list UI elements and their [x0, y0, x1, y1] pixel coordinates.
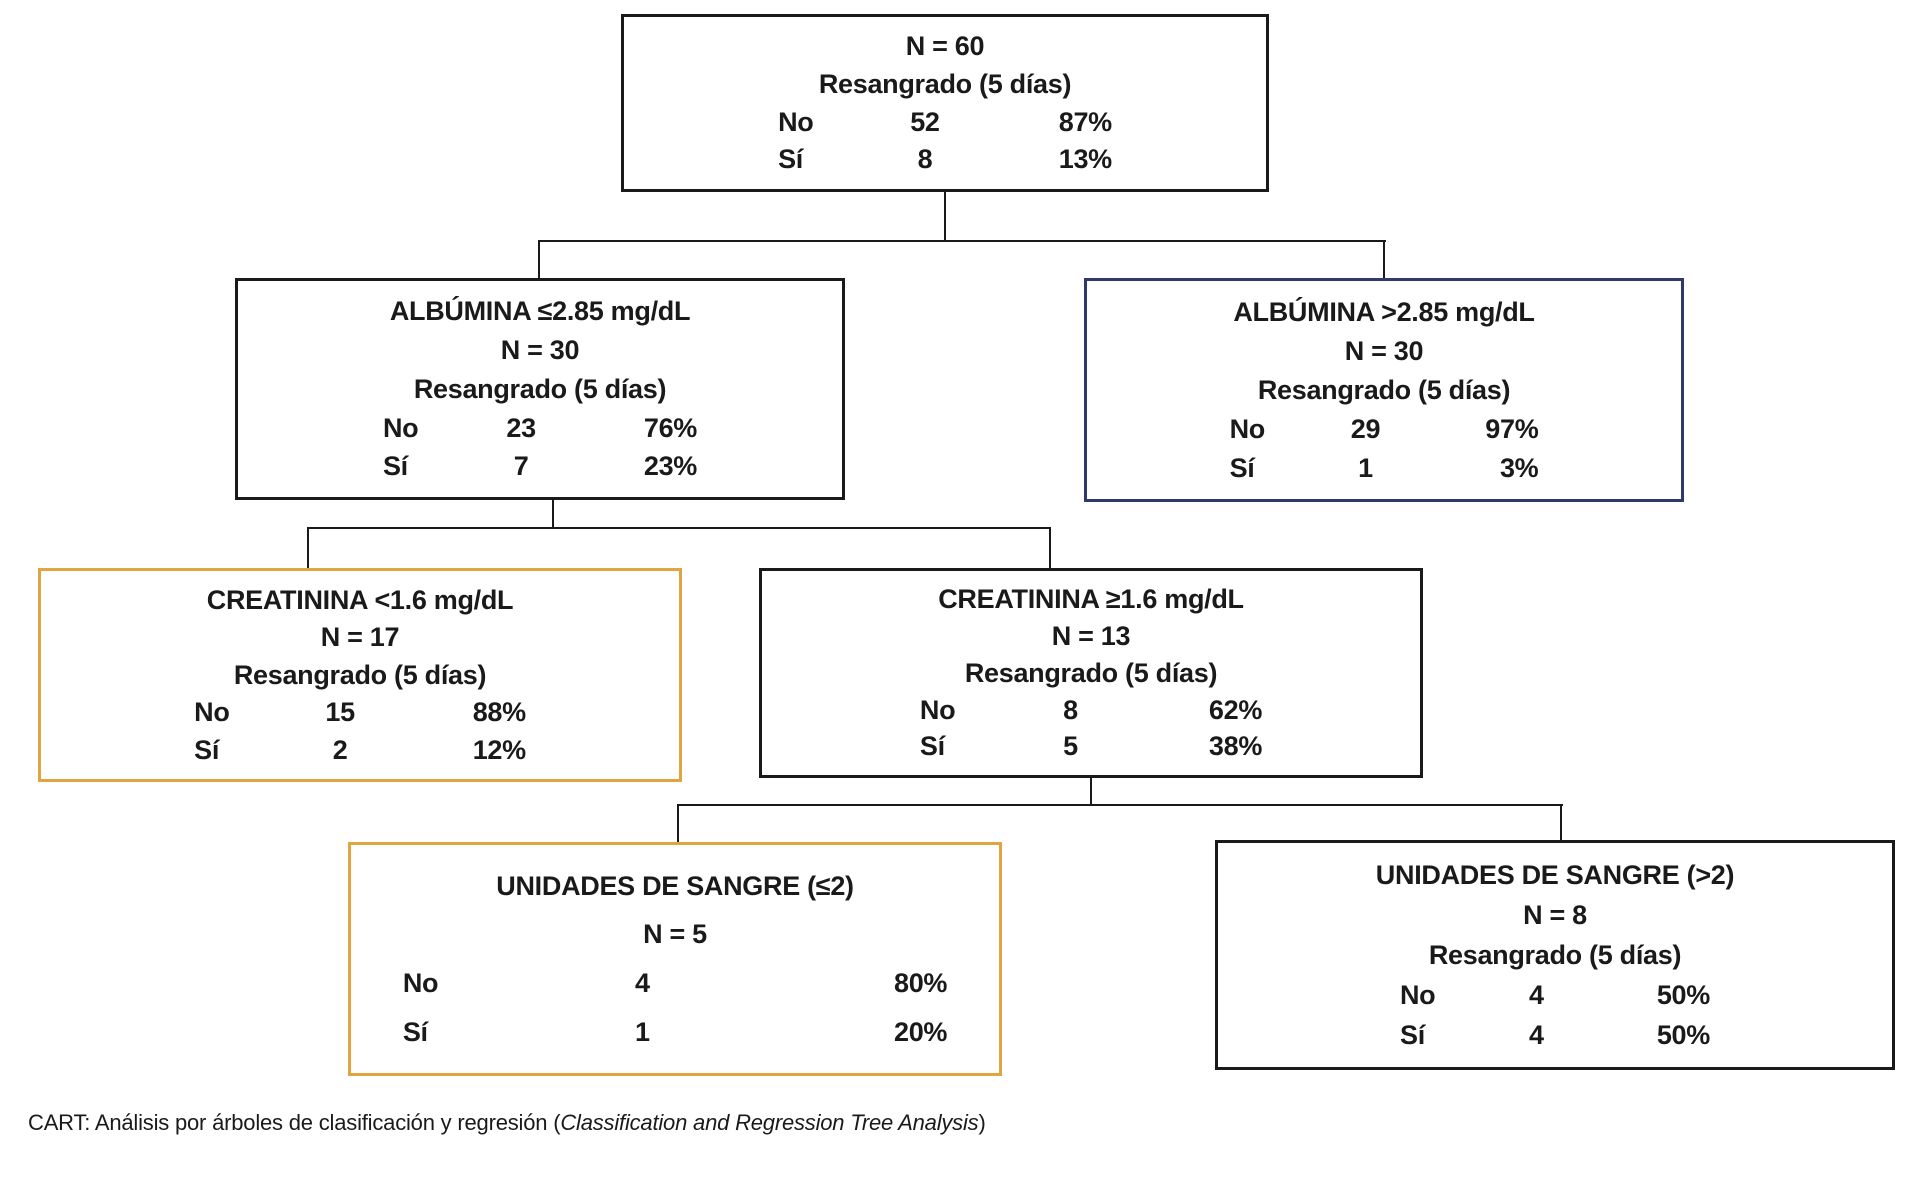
outcome-label: No: [1399, 979, 1436, 1010]
outcome-pct: 80%: [893, 968, 948, 999]
node-n: N = 8: [1523, 899, 1587, 930]
outcome-row-si: Sí 7 23%: [382, 451, 698, 482]
outcome-row-si: Sí 2 12%: [194, 734, 526, 765]
outcome-row-no: No 8 62%: [919, 694, 1263, 725]
connector-l1-stem: [944, 192, 946, 242]
node-albumina-gt285: ALBÚMINA >2.85 mg/dL N = 30 Resangrado (…: [1084, 278, 1684, 502]
outcome-row-no: No 4 50%: [1399, 979, 1710, 1010]
outcome-label: Sí: [402, 1017, 428, 1048]
outcome-count: 15: [325, 697, 355, 728]
node-sangre-gt2: UNIDADES DE SANGRE (>2) N = 8 Resangrado…: [1215, 840, 1895, 1070]
outcome-count: 1: [1358, 452, 1373, 483]
outcome-label: Sí: [1399, 1019, 1425, 1050]
outcome-count: 8: [917, 144, 933, 175]
node-subtitle: Resangrado (5 días): [413, 373, 667, 404]
outcome-pct: 97%: [1485, 413, 1539, 444]
node-title: UNIDADES DE SANGRE (≤2): [496, 870, 854, 901]
node-subtitle: Resangrado (5 días): [233, 659, 487, 690]
connector-l3-drop-right: [1560, 804, 1562, 842]
node-n: N = 17: [320, 622, 400, 653]
outcome-count: 4: [1529, 979, 1544, 1010]
outcome-label: No: [1229, 413, 1266, 444]
outcome-label: No: [194, 697, 230, 728]
outcome-count: 2: [332, 734, 348, 765]
node-title: CREATININA ≥1.6 mg/dL: [938, 584, 1244, 615]
node-n: N = 13: [1051, 621, 1131, 652]
node-title: ALBÚMINA >2.85 mg/dL: [1233, 296, 1535, 327]
node-albumina-le285: ALBÚMINA ≤2.85 mg/dL N = 30 Resangrado (…: [235, 278, 845, 500]
connector-l1-drop-right: [1383, 240, 1385, 280]
outcome-pct: 87%: [1058, 106, 1112, 137]
outcome-pct: 50%: [1656, 1019, 1710, 1050]
node-n: N = 5: [643, 919, 707, 950]
node-creatinina-lt16: CREATININA <1.6 mg/dL N = 17 Resangrado …: [38, 568, 682, 782]
connector-l3-stem: [1090, 778, 1092, 806]
outcome-count: 52: [910, 106, 940, 137]
outcome-label: No: [778, 106, 814, 137]
outcome-row-no: No 15 88%: [194, 697, 526, 728]
outcome-count: 4: [634, 968, 650, 999]
connector-l3-bar: [677, 804, 1563, 806]
caption-suffix: ): [978, 1110, 986, 1135]
figure-caption: CART: Análisis por árboles de clasificac…: [28, 1110, 986, 1136]
outcome-pct: 3%: [1499, 452, 1539, 483]
connector-l2-bar: [307, 527, 1051, 529]
node-root: N = 60 Resangrado (5 días) No 52 87% Sí …: [621, 14, 1269, 192]
outcome-label: Sí: [382, 451, 408, 482]
node-sangre-le2: UNIDADES DE SANGRE (≤2) N = 5 No 4 80% S…: [348, 842, 1002, 1076]
outcome-pct: 62%: [1208, 694, 1263, 725]
node-n: N = 30: [500, 335, 580, 366]
outcome-pct: 13%: [1058, 144, 1112, 175]
outcome-count: 8: [1063, 694, 1078, 725]
outcome-row-si: Sí 1 20%: [402, 1017, 948, 1048]
node-title: ALBÚMINA ≤2.85 mg/dL: [389, 296, 691, 327]
outcome-row-si: Sí 4 50%: [1399, 1019, 1710, 1050]
outcome-row-si: Sí 1 3%: [1229, 452, 1539, 483]
node-n: N = 60: [905, 31, 985, 62]
connector-l2-stem: [552, 500, 554, 529]
node-title: CREATININA <1.6 mg/dL: [206, 585, 514, 616]
outcome-label: No: [402, 968, 439, 999]
outcome-pct: 50%: [1656, 979, 1710, 1010]
outcome-row-si: Sí 8 13%: [778, 144, 1112, 175]
outcome-pct: 88%: [472, 697, 526, 728]
outcome-pct: 38%: [1208, 731, 1263, 762]
node-n: N = 30: [1344, 335, 1424, 366]
node-subtitle: Resangrado (5 días): [1257, 374, 1511, 405]
connector-l1-drop-left: [538, 240, 540, 280]
outcome-label: Sí: [919, 731, 945, 762]
outcome-label: Sí: [778, 144, 803, 175]
outcome-pct: 12%: [472, 734, 526, 765]
outcome-label: No: [919, 694, 956, 725]
outcome-label: Sí: [194, 734, 220, 765]
node-subtitle: Resangrado (5 días): [964, 657, 1218, 688]
connector-l2-drop-left: [307, 527, 309, 570]
outcome-label: Sí: [1229, 452, 1255, 483]
connector-l3-drop-left: [677, 804, 679, 844]
outcome-row-si: Sí 5 38%: [919, 731, 1263, 762]
outcome-count: 4: [1529, 1019, 1544, 1050]
outcome-count: 29: [1350, 413, 1381, 444]
outcome-count: 7: [513, 451, 529, 482]
outcome-row-no: No 23 76%: [382, 412, 698, 443]
caption-italic: Classification and Regression Tree Analy…: [560, 1110, 979, 1135]
outcome-row-no: No 52 87%: [778, 106, 1112, 137]
node-creatinina-ge16: CREATININA ≥1.6 mg/dL N = 13 Resangrado …: [759, 568, 1423, 778]
outcome-pct: 20%: [893, 1017, 948, 1048]
outcome-pct: 23%: [643, 451, 698, 482]
outcome-count: 5: [1063, 731, 1078, 762]
node-title: UNIDADES DE SANGRE (>2): [1375, 859, 1735, 890]
outcome-row-no: No 4 80%: [402, 968, 948, 999]
node-subtitle: Resangrado (5 días): [1428, 939, 1682, 970]
outcome-count: 1: [634, 1017, 650, 1048]
node-subtitle: Resangrado (5 días): [818, 68, 1072, 99]
caption-prefix: CART: Análisis por árboles de clasificac…: [28, 1110, 561, 1135]
outcome-count: 23: [506, 412, 536, 443]
connector-l1-bar: [538, 240, 1386, 242]
connector-l2-drop-right: [1049, 527, 1051, 570]
outcome-pct: 76%: [643, 412, 698, 443]
outcome-row-no: No 29 97%: [1229, 413, 1539, 444]
outcome-label: No: [382, 412, 419, 443]
